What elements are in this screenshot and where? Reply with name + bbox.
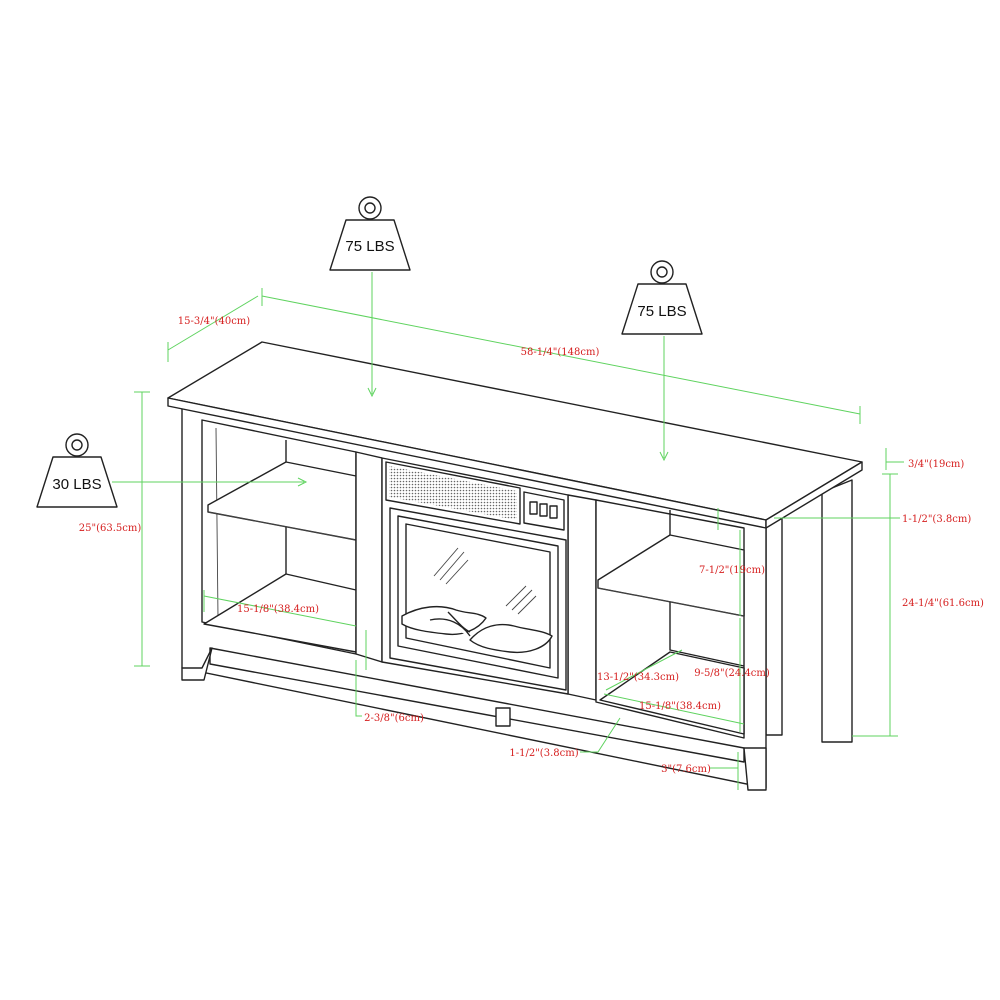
reflection-4 (505, 585, 527, 607)
overhang-label: 1-1/2"(3.8cm) (902, 514, 971, 525)
weight-label-top-right: 75 LBS (637, 303, 686, 320)
front-left-leg (181, 647, 213, 681)
front-right-leg (743, 747, 767, 791)
right-width-label: 15-1/8"(38.4cm) (639, 701, 721, 712)
shelf-gap-lower-label: 9-5/8"(24.4cm) (694, 668, 770, 679)
weight-label-side: 30 LBS (52, 476, 101, 493)
divider-label: 2-3/8"(6cm) (364, 713, 424, 724)
right-bottom-shelf (599, 651, 745, 735)
top-thickness-label: 3/4"(19cm) (908, 459, 964, 470)
left-shelf-edge (207, 511, 357, 541)
log-3 (429, 618, 471, 637)
bottom-rail-leader (580, 717, 621, 753)
reflection-3 (445, 559, 469, 585)
weight-ring-inner (656, 266, 668, 278)
log-2 (469, 623, 553, 654)
weight-body (329, 219, 411, 271)
right-shelf-edge (597, 587, 745, 617)
leg-clearance-label: 3"(7.6cm) (661, 764, 711, 775)
shelf-gap-upper-label: 7-1/2"(19cm) (699, 565, 765, 576)
right-side-panel (765, 514, 783, 736)
tv-stand (167, 341, 863, 791)
control-panel-icon[interactable] (523, 491, 565, 531)
weight-icon: 75 LBS (621, 260, 703, 335)
fireplace-icon (389, 507, 567, 691)
reflection-1 (433, 547, 459, 577)
shelf-depth-line (605, 649, 683, 691)
control-button-2[interactable] (539, 503, 548, 517)
weight-icon: 30 LBS (36, 433, 118, 508)
dimension-labels: 15-3/4"(40cm) 58-1/4"(148cm) 25"(63.5cm)… (79, 316, 984, 775)
log-grain (447, 611, 471, 633)
weight-ring-inner (364, 202, 376, 214)
shelf-depth-label: 13-1/2"(34.3cm) (597, 672, 679, 683)
depth-dim-line (167, 295, 259, 351)
back-right-leg (821, 479, 853, 743)
weight-arrowhead-left (367, 387, 377, 398)
center-foot (495, 707, 511, 727)
tabletop-side-edge (765, 461, 863, 529)
dimension-lines (112, 272, 904, 790)
weight-ring-inner (71, 439, 83, 451)
weight-body (36, 456, 118, 508)
leg-height-label: 24-1/4"(61.6cm) (902, 598, 984, 609)
bottom-rail-label: 1-1/2"(3.8cm) (509, 748, 578, 759)
width-label: 58-1/4"(148cm) (521, 347, 600, 358)
weight-body (621, 283, 703, 335)
width-dim-line (261, 295, 861, 415)
weight-label-top-left: 75 LBS (345, 238, 394, 255)
fireplace-inner (405, 523, 551, 669)
height-label: 25"(63.5cm) (79, 523, 142, 534)
depth-label: 15-3/4"(40cm) (178, 316, 251, 327)
right-shelf (597, 534, 745, 617)
left-width-line (203, 595, 357, 627)
left-width-label: 15-1/8"(38.4cm) (237, 604, 319, 615)
control-button-1[interactable] (529, 501, 538, 515)
weight-arrowhead-side (297, 477, 308, 487)
control-button-3[interactable] (549, 505, 558, 519)
grille-mesh (389, 466, 517, 520)
reflection-5 (511, 589, 533, 611)
right-divider (567, 494, 597, 701)
weight-icon: 75 LBS (329, 196, 411, 271)
reflection-6 (517, 595, 537, 615)
left-divider (355, 451, 383, 663)
right-width-line (603, 693, 745, 725)
weight-arrowhead-right (659, 451, 669, 462)
reflection-2 (439, 551, 465, 581)
divider-leader (355, 660, 362, 717)
